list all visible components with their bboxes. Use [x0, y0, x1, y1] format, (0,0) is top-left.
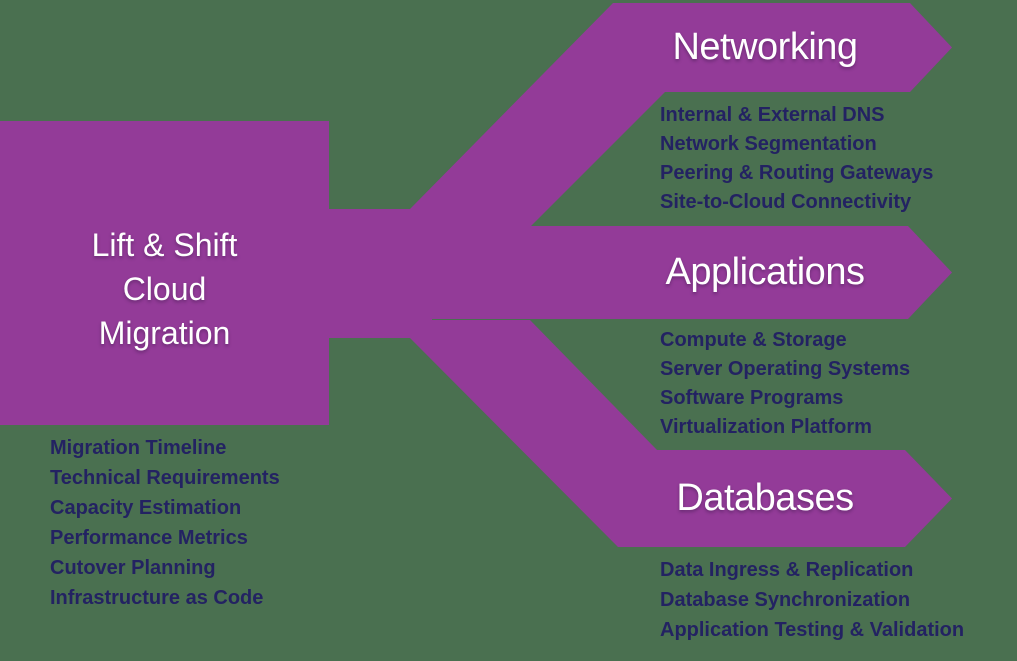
databases-branch-arrow-shape [410, 320, 952, 547]
trunk-box-shape [0, 121, 329, 425]
applications-branch-title: Applications [665, 251, 865, 293]
list-item: Database Synchronization [660, 589, 911, 611]
list-item: Performance Metrics [50, 527, 248, 549]
networking-bullet-list: Internal & External DNS Network Segmenta… [660, 101, 933, 217]
trunk-title-line: Migration [98, 315, 231, 351]
list-item: Capacity Estimation [50, 497, 242, 519]
list-item: Application Testing & Validation [660, 619, 965, 641]
applications-bullet-list: Compute & Storage Server Operating Syste… [660, 326, 910, 442]
trunk-connector-shape [327, 209, 432, 338]
databases-bullet-list: Data Ingress & Replication Database Sync… [660, 555, 964, 645]
list-item: Cutover Planning [50, 557, 216, 579]
list-item: Technical Requirements [50, 467, 280, 489]
list-item: Server Operating Systems [660, 358, 911, 380]
list-item: Compute & Storage [660, 329, 847, 351]
list-item: Network Segmentation [660, 133, 877, 155]
trunk-bullet-list: Migration Timeline Technical Requirement… [50, 433, 280, 613]
list-item: Virtualization Platform [660, 416, 872, 438]
list-item: Infrastructure as Code [50, 587, 264, 609]
list-item: Site-to-Cloud Connectivity [660, 191, 912, 213]
list-item: Peering & Routing Gateways [660, 162, 934, 184]
list-item: Migration Timeline [50, 437, 227, 459]
list-item: Software Programs [660, 387, 844, 409]
list-item: Internal & External DNS [660, 104, 885, 126]
networking-branch-arrow-shape [410, 3, 952, 227]
databases-branch-title: Databases [676, 477, 854, 519]
networking-branch-title: Networking [672, 26, 858, 68]
trunk-title-line: Cloud [122, 271, 207, 307]
trunk-title: Lift & Shift Cloud Migration [0, 223, 329, 355]
applications-branch-arrow-shape [410, 226, 952, 319]
list-item: Data Ingress & Replication [660, 559, 914, 581]
trunk-title-line: Lift & Shift [91, 227, 238, 263]
